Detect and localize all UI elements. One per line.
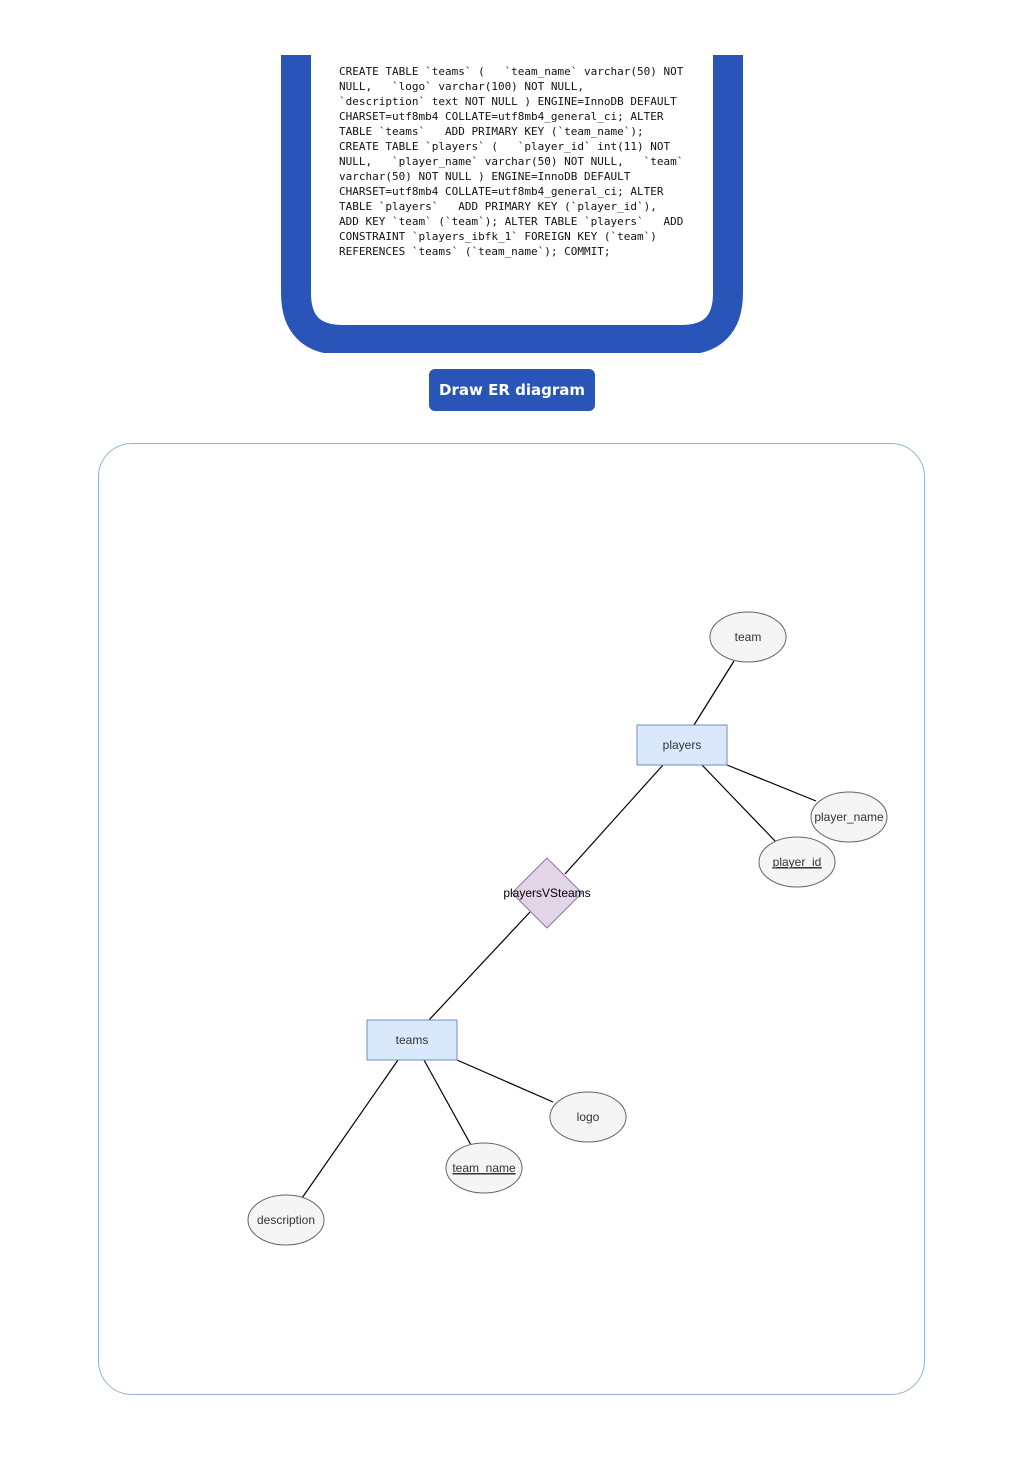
attribute-logo-label: logo (577, 1110, 600, 1124)
edge-players-player-id (701, 764, 777, 843)
er-diagram-panel (98, 443, 925, 1395)
attribute-description[interactable]: description (247, 1194, 325, 1246)
attribute-team-label: team (735, 630, 762, 644)
edge-teams-logo (456, 1059, 554, 1103)
attribute-description-label: description (257, 1213, 315, 1227)
edge-teams-description (301, 1059, 399, 1199)
attribute-player-id[interactable]: player_id (758, 836, 836, 888)
attribute-player-name-label: player_name (814, 810, 884, 824)
relationship-label: playersVSteams (503, 886, 590, 900)
entity-players[interactable]: players (636, 724, 728, 766)
edge-players-player-name (726, 764, 817, 802)
er-diagram: team player_name player_id logo team_nam… (247, 611, 888, 1246)
attribute-player-id-label: player_id (773, 855, 822, 869)
attribute-team-name-label: team_name (452, 1161, 516, 1175)
edge-relationship-teams (428, 911, 531, 1021)
entity-teams[interactable]: teams (366, 1019, 458, 1061)
edge-teams-team-name (423, 1059, 472, 1146)
draw-er-diagram-button[interactable]: Draw ER diagram (429, 369, 595, 411)
sql-input-area: CREATE TABLE `teams` ( `team_name` varch… (280, 55, 744, 353)
entity-players-label: players (663, 738, 702, 752)
entity-teams-label: teams (396, 1033, 429, 1047)
attribute-team-name[interactable]: team_name (445, 1142, 523, 1194)
relationship-players-vs-teams[interactable]: playersVSteams (503, 857, 591, 929)
attribute-logo[interactable]: logo (549, 1091, 627, 1143)
sql-input[interactable]: CREATE TABLE `teams` ( `team_name` varch… (339, 64, 689, 314)
edge-players-team (693, 660, 735, 726)
attribute-player-name[interactable]: player_name (810, 791, 888, 843)
attribute-team[interactable]: team (709, 611, 787, 663)
edge-players-relationship (564, 764, 664, 875)
